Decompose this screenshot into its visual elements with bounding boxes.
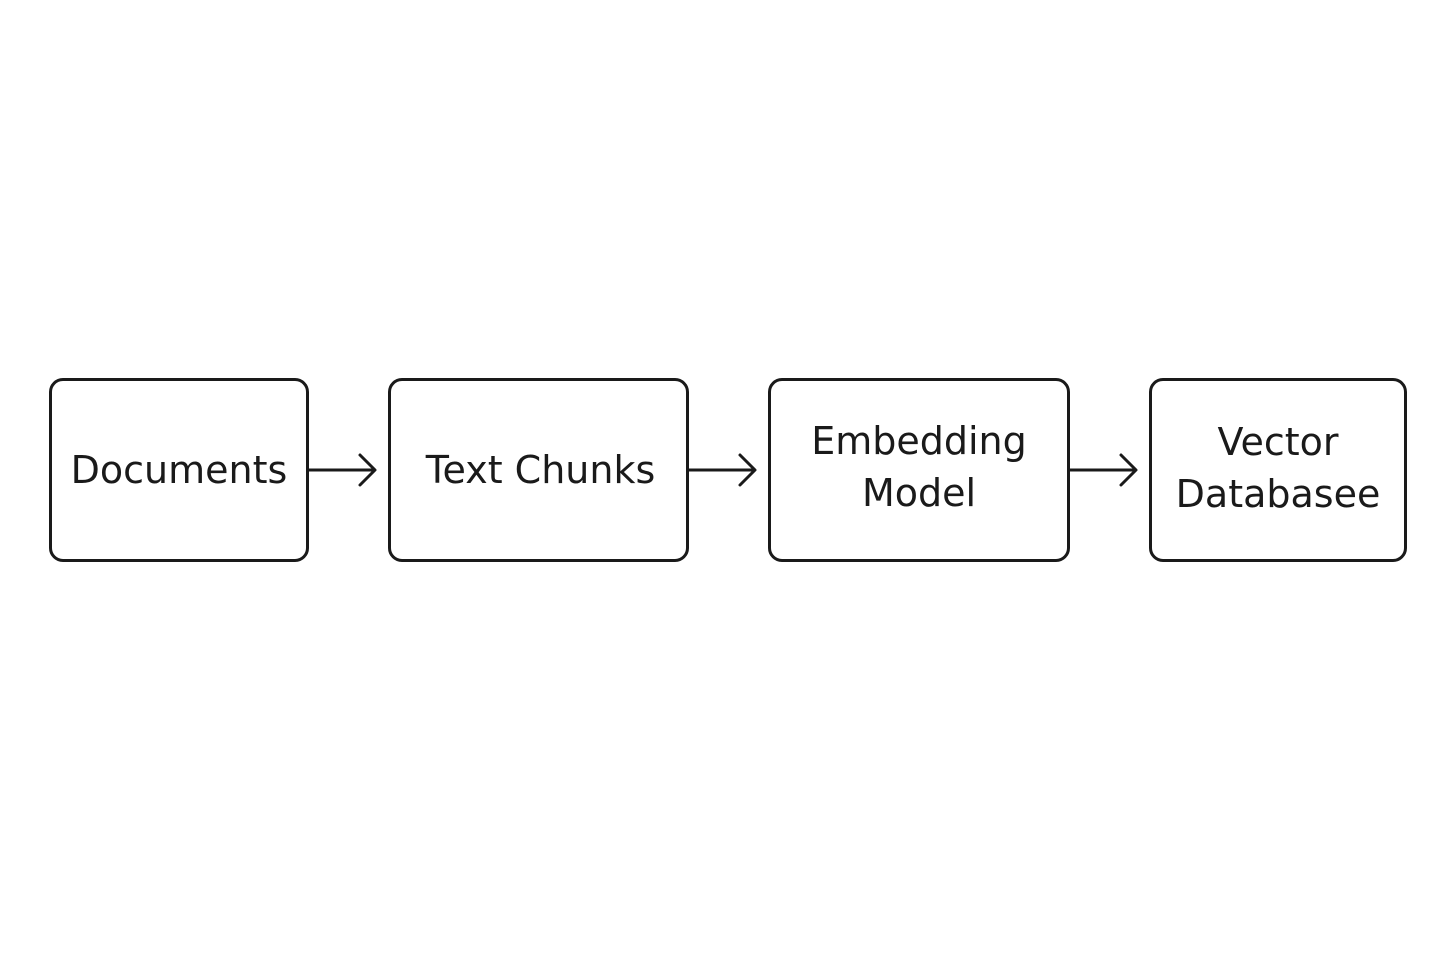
node-label: Vector Databasee — [1175, 420, 1381, 516]
node-label: Embedding Model — [811, 419, 1027, 515]
arrow-embedding-model-to-vector-database — [1068, 453, 1138, 487]
node-embedding-model: Embedding Model — [768, 378, 1070, 562]
node-text-chunks: Text Chunks — [388, 378, 689, 562]
arrow-text-chunks-to-embedding-model — [687, 453, 757, 487]
node-vector-database: Vector Databasee — [1149, 378, 1407, 562]
arrow-documents-to-text-chunks — [307, 453, 377, 487]
node-label: Documents — [70, 448, 288, 492]
node-documents: Documents — [49, 378, 309, 562]
node-label: Text Chunks — [425, 448, 656, 492]
